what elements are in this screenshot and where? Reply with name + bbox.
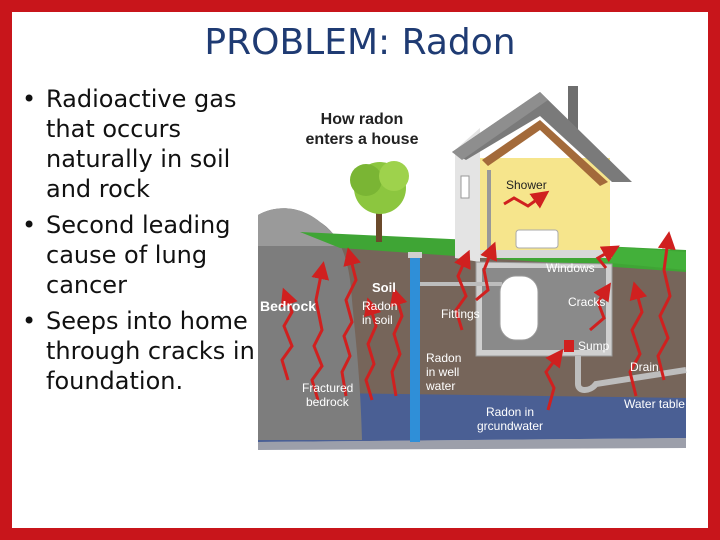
radon-arrow [363, 297, 382, 401]
label-radon-in-well: water [425, 379, 455, 393]
label-fractured-bedrock: bedrock [306, 395, 350, 409]
bullet-item: • Second leading cause of lung cancer [18, 210, 258, 300]
radon-arrow [503, 190, 550, 209]
bullet-dot-icon: • [22, 85, 37, 113]
bullet-item: • Seeps into home through cracks in found… [18, 306, 258, 396]
roof-left [452, 92, 548, 160]
drain-pipe [575, 356, 687, 393]
radon-arrow [475, 241, 498, 302]
water-layer [258, 390, 686, 442]
label-soil: Soil [372, 280, 396, 295]
label-radon-in-soil: Radon [362, 299, 397, 313]
tree-canopy-2 [350, 164, 382, 196]
bullet-text: Radioactive gas that occurs naturally in… [46, 85, 237, 203]
bullet-item: • Radioactive gas that occurs naturally i… [18, 84, 258, 204]
label-windows: Windows [546, 261, 595, 275]
radon-arrow [628, 281, 648, 397]
water-tank [499, 275, 539, 341]
well-cap [408, 252, 422, 258]
radon-arrows [280, 190, 676, 411]
label-radon-groundwater: grcundwater [477, 419, 543, 433]
bathtub [515, 229, 559, 249]
well-pipe [410, 256, 420, 442]
ground-shadow [258, 438, 686, 450]
tree-canopy-3 [379, 161, 409, 191]
radon-house-diagram: How radon enters a house Bedrock Soil Ra… [258, 86, 687, 450]
sump-box [564, 340, 574, 352]
label-radon-in-well: Radon [426, 351, 461, 365]
label-radon-in-well: in well [426, 365, 459, 379]
radon-arrow [340, 247, 361, 397]
radon-arrow [389, 287, 408, 397]
tree-trunk [376, 200, 382, 242]
diagram-labels: How radon enters a house Bedrock Soil Ra… [260, 111, 685, 433]
radon-arrow [656, 231, 676, 381]
radon-arrow [454, 249, 471, 331]
diagram-heading: How radon [321, 111, 404, 128]
shower-pipe [487, 170, 491, 250]
house-window [460, 175, 470, 199]
slide-title: PROBLEM: Radon [204, 22, 516, 63]
bullet-text: Seeps into home through cracks in founda… [46, 307, 255, 395]
radon-arrow [544, 348, 564, 411]
label-water-table: Water table [624, 397, 685, 411]
label-fittings: Fittings [441, 307, 480, 321]
radon-arrow [280, 287, 298, 381]
label-radon-groundwater: Radon in [486, 405, 534, 419]
diagram-heading: enters a house [306, 131, 419, 148]
label-shower: Shower [506, 178, 547, 192]
radon-arrow [589, 282, 611, 332]
chimney [568, 86, 578, 130]
label-radon-in-soil: in soil [362, 313, 393, 327]
label-bedrock: Bedrock [260, 298, 316, 314]
roof-trim [482, 120, 608, 186]
radon-arrow [595, 245, 620, 269]
bullet-text: Second leading cause of lung cancer [46, 211, 231, 299]
label-sump: Sump [578, 339, 610, 353]
bullet-list: • Radioactive gas that occurs naturally i… [18, 84, 258, 402]
bedrock-hill [258, 208, 362, 440]
label-drain: Drain [630, 360, 659, 374]
bullet-dot-icon: • [22, 307, 37, 335]
bullet-dot-icon: • [22, 211, 37, 239]
radon-arrow [310, 261, 330, 401]
label-fractured-bedrock: Fractured [302, 381, 353, 395]
label-cracks: Cracks [568, 295, 605, 309]
house-floor [480, 250, 612, 258]
